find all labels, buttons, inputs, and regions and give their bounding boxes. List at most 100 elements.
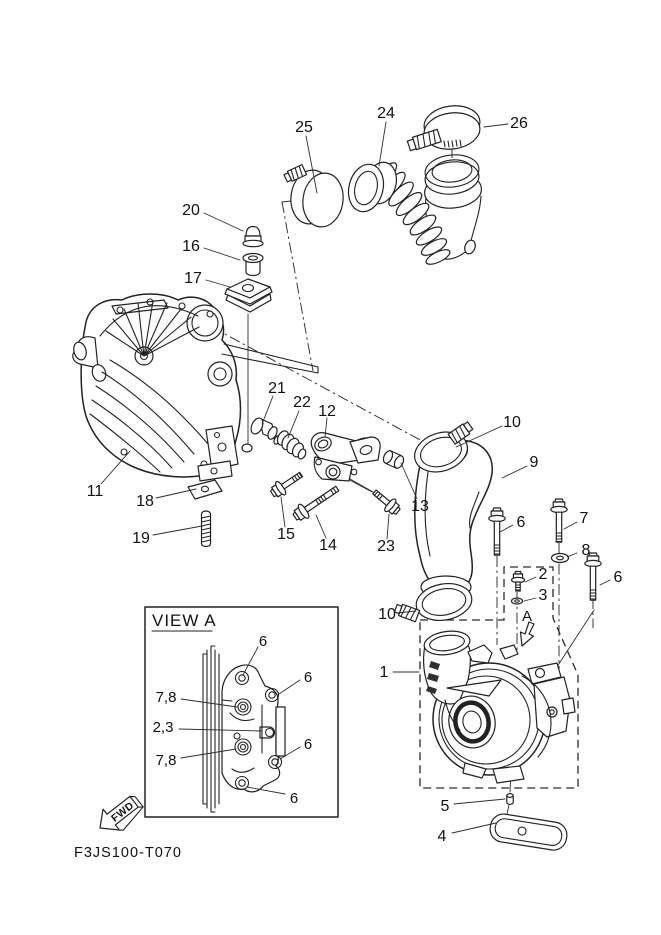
view-a-callout-23: 2,3 <box>153 719 174 736</box>
clamp10a-band-inner <box>420 436 462 468</box>
manifold-horn-cap <box>73 341 87 361</box>
pump-flange-hole <box>534 667 546 679</box>
callout-17: 17 <box>184 270 202 287</box>
washer8-outer <box>550 552 570 564</box>
callout-26: 26 <box>510 115 528 132</box>
clamp-25-screw <box>283 164 308 183</box>
bracket-small-holes <box>315 458 358 477</box>
callout-22: 22 <box>293 394 311 411</box>
part-7-bolt <box>550 498 568 543</box>
part-11-intake-assembly <box>72 293 319 482</box>
clamp-26-screw <box>406 128 442 152</box>
bracket-lower-bore <box>325 464 341 480</box>
part-19-stud-bolt <box>200 510 212 548</box>
damper-hole <box>241 283 255 293</box>
callout-24: 24 <box>377 105 395 122</box>
part-13-collar <box>382 449 405 470</box>
view-a-callout-78-lower: 7,8 <box>156 752 177 769</box>
nut-flange <box>242 239 264 248</box>
view-direction-label: A <box>522 608 532 625</box>
view-a-callout-6-right-mid: 6 <box>304 736 312 753</box>
part-8-washer <box>550 552 570 564</box>
manifold-stub <box>91 364 107 382</box>
washer8-hole <box>556 555 564 561</box>
washer3-outer <box>510 597 524 605</box>
part-25-hose-clamp <box>283 164 344 228</box>
part-14-bolt <box>289 481 343 525</box>
bush-end <box>267 426 278 440</box>
nut-dome <box>245 225 261 237</box>
plate-outline <box>187 479 223 500</box>
hose-rib-4 <box>395 191 423 217</box>
callout-6-right: 6 <box>614 569 623 586</box>
view-a-callout-6-bottom: 6 <box>290 790 298 807</box>
hose-left-bore <box>354 170 378 206</box>
damper-bottom-layer <box>225 293 272 313</box>
fwd-arrow-extrude <box>118 795 144 831</box>
part-24-intake-hose <box>347 154 482 265</box>
grommet-end <box>297 448 307 460</box>
manifold-mount-boss <box>205 425 239 471</box>
callout-7: 7 <box>580 510 589 527</box>
view-a-leader-lines <box>178 646 301 795</box>
callout-9: 9 <box>530 454 539 471</box>
callout-25: 25 <box>295 119 313 136</box>
part-20-cap-nut <box>242 225 264 248</box>
axis-dash-dot-lines <box>211 147 594 688</box>
part-18-plate <box>187 479 223 500</box>
washer3-hole <box>514 599 520 603</box>
gasket-inner <box>494 818 563 846</box>
callout-16: 16 <box>182 238 200 255</box>
part-21-damper-bush <box>250 417 281 445</box>
part-6-bolt-left <box>488 507 506 556</box>
callout-23: 23 <box>377 538 395 555</box>
housing-wedge <box>446 679 502 697</box>
clamp-25-band-front <box>302 172 344 228</box>
manifold-foot <box>197 460 233 482</box>
view-a-callout-6-top: 6 <box>259 633 267 650</box>
hose-rib-6 <box>409 214 437 236</box>
damper-mount-boss <box>241 443 253 453</box>
pin-top <box>506 793 514 798</box>
callout-4: 4 <box>438 828 447 845</box>
clamp-26-worm-slots <box>443 139 462 148</box>
cast-lettering-marks <box>426 661 440 694</box>
duct-outline <box>414 439 493 593</box>
view-a-bolt-holes <box>233 670 283 791</box>
top-tabs <box>467 644 519 664</box>
volute-face <box>441 675 531 765</box>
part-10-clamp-upper <box>414 421 474 473</box>
bush-flange <box>250 417 264 435</box>
collar-flange <box>242 252 264 264</box>
view-a-plate <box>202 645 220 813</box>
callout-19: 19 <box>132 530 150 547</box>
hose-left-opening <box>347 163 385 213</box>
bracket-slot-hole <box>359 445 373 455</box>
callout-15: 15 <box>277 526 295 543</box>
view-a-slot <box>259 726 276 739</box>
collar-bore <box>247 255 259 261</box>
callout-leader-lines <box>100 121 611 834</box>
diagram-code: F3JS100-T070 <box>74 845 182 861</box>
part-23-bolt <box>368 485 404 519</box>
boss-holes <box>210 431 227 475</box>
hose-top-rim-upper <box>424 154 480 188</box>
plate-hole <box>200 485 210 493</box>
callout-20: 20 <box>182 202 200 219</box>
pump-cap <box>561 697 576 715</box>
manifold-detail-lines <box>89 298 319 473</box>
bracket-bore-inner <box>317 439 329 449</box>
part-26-hose-clamp <box>406 105 481 152</box>
part-1-supercharger <box>423 630 576 784</box>
view-a-inner-lines <box>221 699 263 773</box>
view-a-callout-78-upper: 7,8 <box>156 689 177 706</box>
part-16-collar <box>242 252 264 277</box>
stud-threads <box>200 515 212 543</box>
callout-5: 5 <box>441 798 450 815</box>
part-6-bolt-right <box>584 552 602 601</box>
housing-arcs <box>444 675 552 758</box>
callout-1: 1 <box>380 664 389 681</box>
collar-body <box>245 258 261 277</box>
callout-3: 3 <box>539 587 548 604</box>
